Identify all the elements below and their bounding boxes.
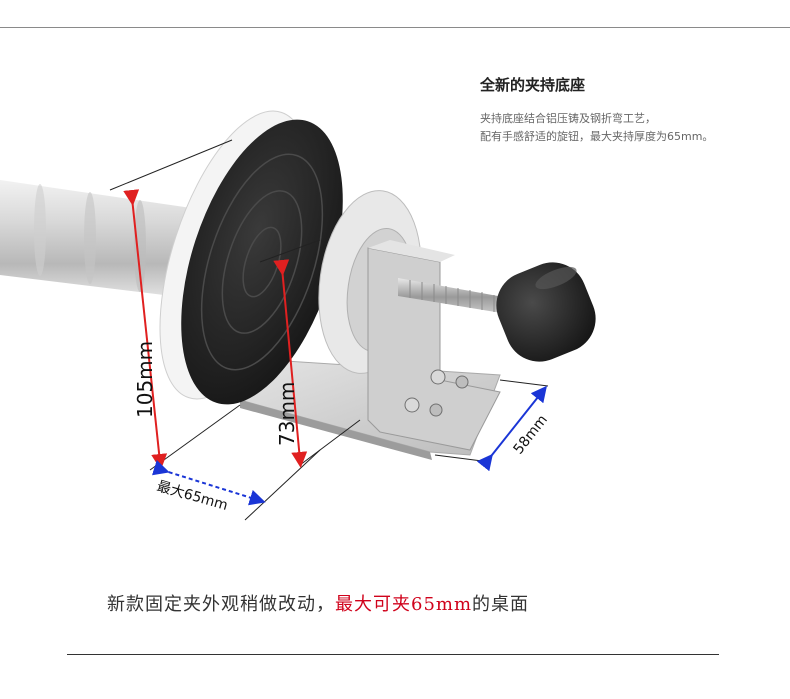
dimension-arrow-73mm	[273, 259, 308, 468]
dimension-arrow-65mm	[151, 459, 266, 506]
feature-description-line-1: 夹持底座结合铝压铸及钢折弯工艺，	[480, 112, 656, 125]
l-bracket	[367, 240, 501, 451]
bottom-divider	[67, 654, 719, 655]
threaded-rod	[398, 278, 520, 316]
feature-title: 全新的夹持底座	[480, 76, 586, 94]
caption-prefix: 新款固定夹外观稍做改动，	[107, 594, 335, 615]
dimension-arrow-105mm	[123, 189, 168, 470]
top-divider	[0, 27, 790, 28]
caption-suffix: 的桌面	[472, 594, 530, 615]
label-105mm: 105mm	[133, 341, 157, 418]
label-max-65mm: 最大65mm	[155, 478, 230, 514]
feature-description-line-2: 配有手感舒适的旋钮，最大夹持厚度为65mm。	[480, 130, 714, 143]
tightening-knob	[496, 262, 596, 362]
product-photo-clamp-base: 105mm 73mm 58mm 最大65mm	[0, 110, 596, 521]
caption: 新款固定夹外观稍做改动，最大可夹65mm的桌面	[107, 590, 529, 616]
bracket-screws	[404, 369, 469, 417]
caption-highlight: 最大可夹65mm	[335, 594, 473, 615]
label-73mm: 73mm	[275, 382, 299, 446]
label-58mm: 58mm	[511, 412, 551, 457]
dimension-arrow-58mm	[476, 385, 547, 472]
